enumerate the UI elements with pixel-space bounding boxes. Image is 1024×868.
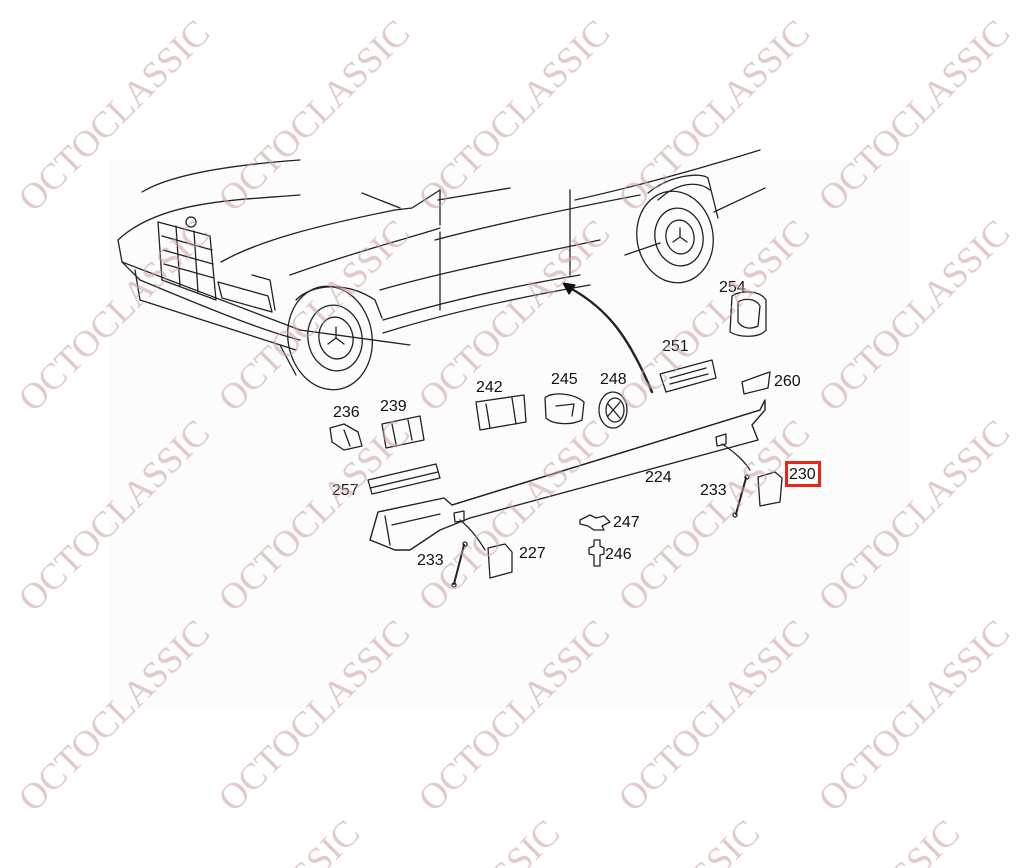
part-label-260[interactable]: 260 bbox=[774, 373, 801, 390]
part-label-242[interactable]: 242 bbox=[476, 379, 503, 396]
part-label-224[interactable]: 224 bbox=[645, 469, 672, 486]
part-label-257[interactable]: 257 bbox=[332, 482, 359, 499]
part-label-227[interactable]: 227 bbox=[519, 545, 546, 562]
part-label-247[interactable]: 247 bbox=[613, 514, 640, 531]
part-label-233-rear[interactable]: 233 bbox=[700, 482, 727, 499]
part-label-233-front[interactable]: 233 bbox=[417, 552, 444, 569]
part-label-245[interactable]: 245 bbox=[551, 371, 578, 388]
part-label-236[interactable]: 236 bbox=[333, 404, 360, 421]
part-label-248[interactable]: 248 bbox=[600, 371, 627, 388]
part-label-251[interactable]: 251 bbox=[662, 338, 689, 355]
part-drawings bbox=[329, 291, 783, 588]
part-label-254[interactable]: 254 bbox=[719, 279, 746, 296]
part-label-239[interactable]: 239 bbox=[380, 398, 407, 415]
part-label-230-highlighted[interactable]: 230 bbox=[785, 461, 821, 487]
car-illustration bbox=[117, 149, 766, 394]
part-label-246[interactable]: 246 bbox=[605, 546, 632, 563]
